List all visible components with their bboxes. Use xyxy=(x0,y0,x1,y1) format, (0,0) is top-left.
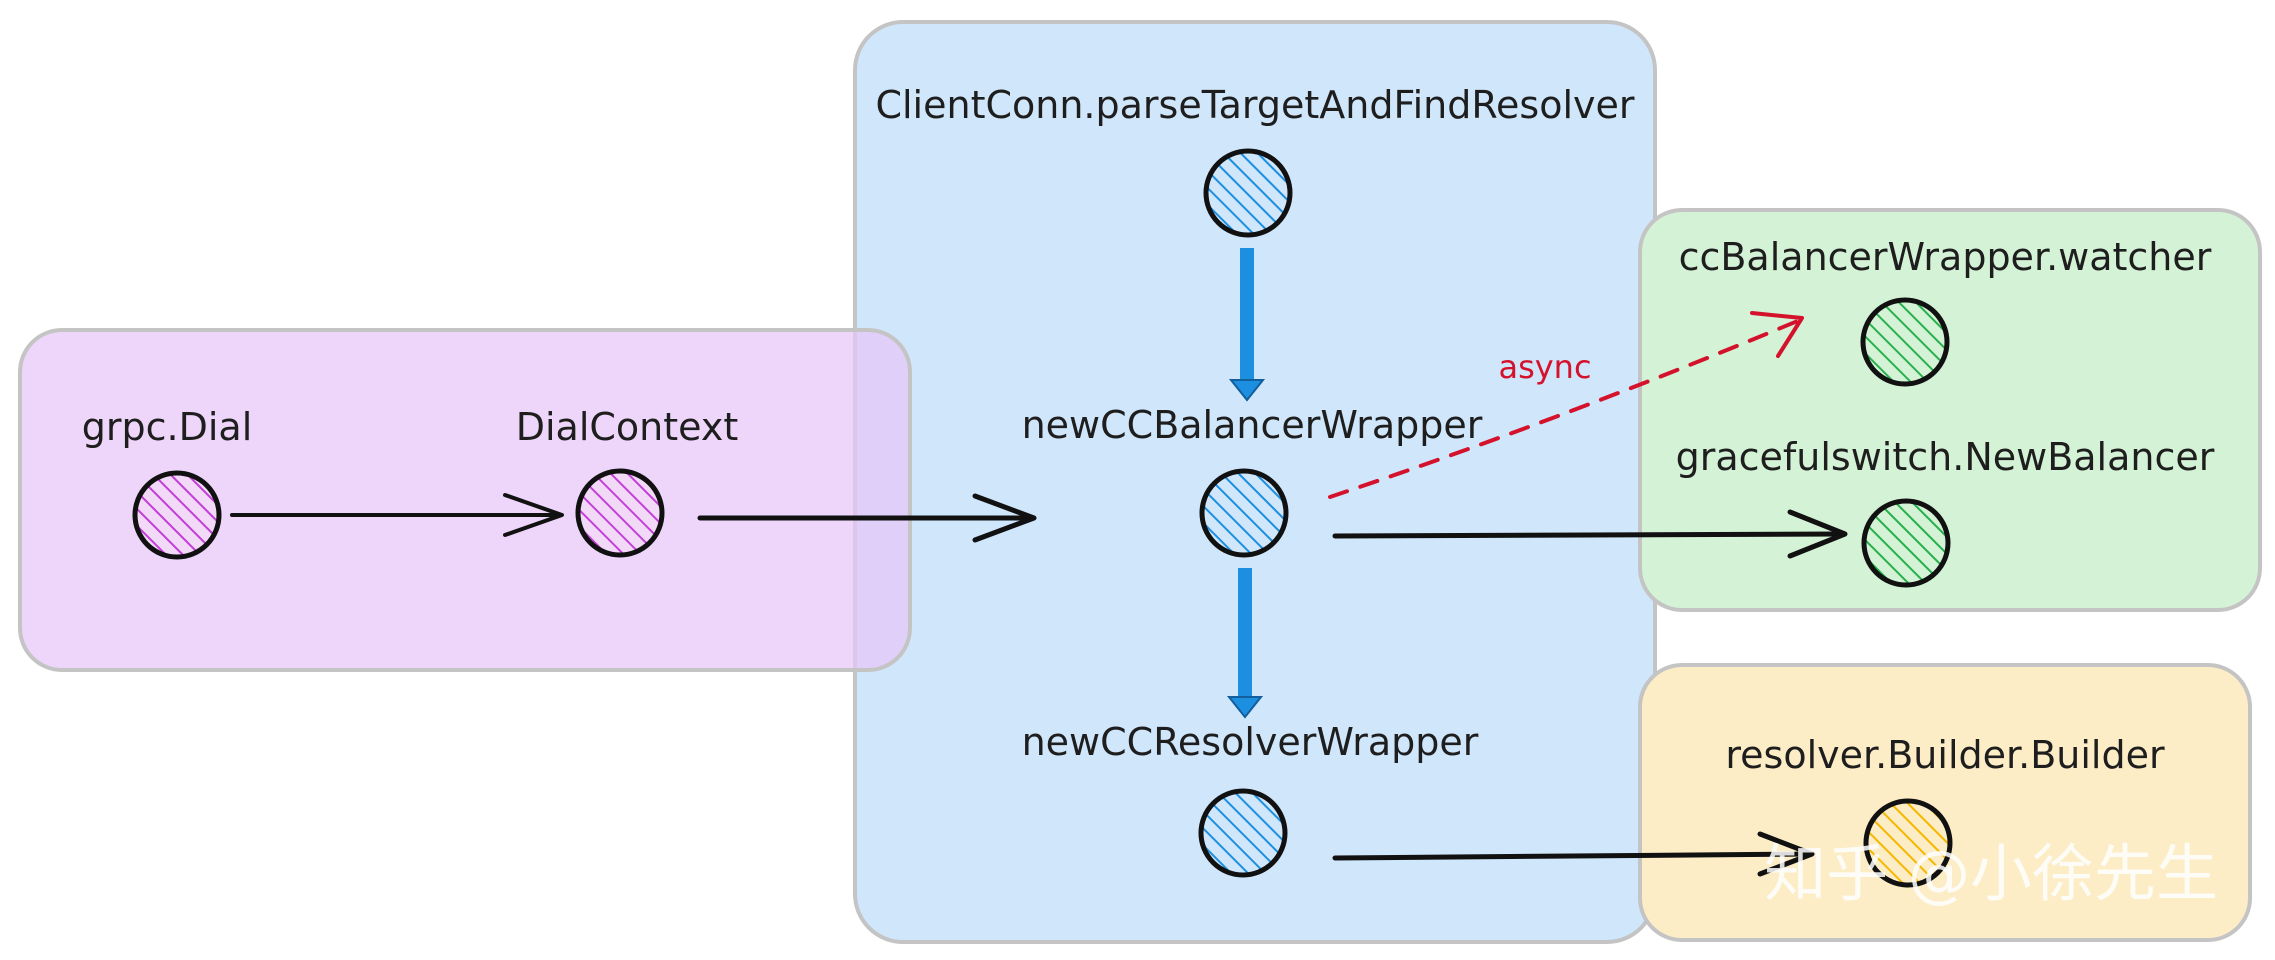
node-graceful-switch xyxy=(1861,498,1951,588)
green-group-box xyxy=(1638,208,2262,612)
label-parse-target: ClientConn.parseTargetAndFindResolver xyxy=(875,83,1634,127)
label-graceful-switch: gracefulswitch.NewBalancer xyxy=(1676,435,2215,479)
label-resolver-builder: resolver.Builder.Builder xyxy=(1725,733,2165,777)
pink-group-box xyxy=(18,328,912,672)
node-dial-context xyxy=(575,468,665,558)
label-new-cc-balancer: newCCBalancerWrapper xyxy=(1022,403,1483,447)
watermark: 知乎 @小徐先生 xyxy=(1764,837,2218,910)
node-new-cc-balancer xyxy=(1199,468,1289,558)
arrowhead-dial-to-dialcontext xyxy=(503,493,564,537)
arrowhead-balancer-to-resolver xyxy=(1226,696,1264,719)
edge-balancer-to-graceful xyxy=(1332,531,1843,539)
label-async: async xyxy=(1498,348,1591,386)
label-grpc-dial: grpc.Dial xyxy=(82,405,253,449)
edge-resolver-to-builder xyxy=(1332,851,1813,861)
node-new-cc-resolver xyxy=(1198,788,1288,878)
yellow-group-box xyxy=(1638,663,2252,942)
arrowhead-resolver-to-builder xyxy=(1757,831,1815,877)
arrowhead-async xyxy=(1750,311,1804,358)
label-dial-context: DialContext xyxy=(516,405,739,449)
edge-async-balancer-to-watcher xyxy=(1328,318,1802,499)
arrowhead-parse-to-balancer xyxy=(1228,379,1266,402)
label-watcher: ccBalancerWrapper.watcher xyxy=(1679,235,2212,279)
node-resolver-builder xyxy=(1863,798,1953,888)
arrowhead-dialcontext-to-balancer xyxy=(972,493,1037,543)
label-new-cc-resolver: newCCResolverWrapper xyxy=(1022,720,1479,764)
node-grpc-dial xyxy=(132,470,222,560)
node-watcher xyxy=(1860,297,1950,387)
arrowhead-balancer-to-graceful xyxy=(1787,509,1848,559)
node-parse-target xyxy=(1203,148,1293,238)
